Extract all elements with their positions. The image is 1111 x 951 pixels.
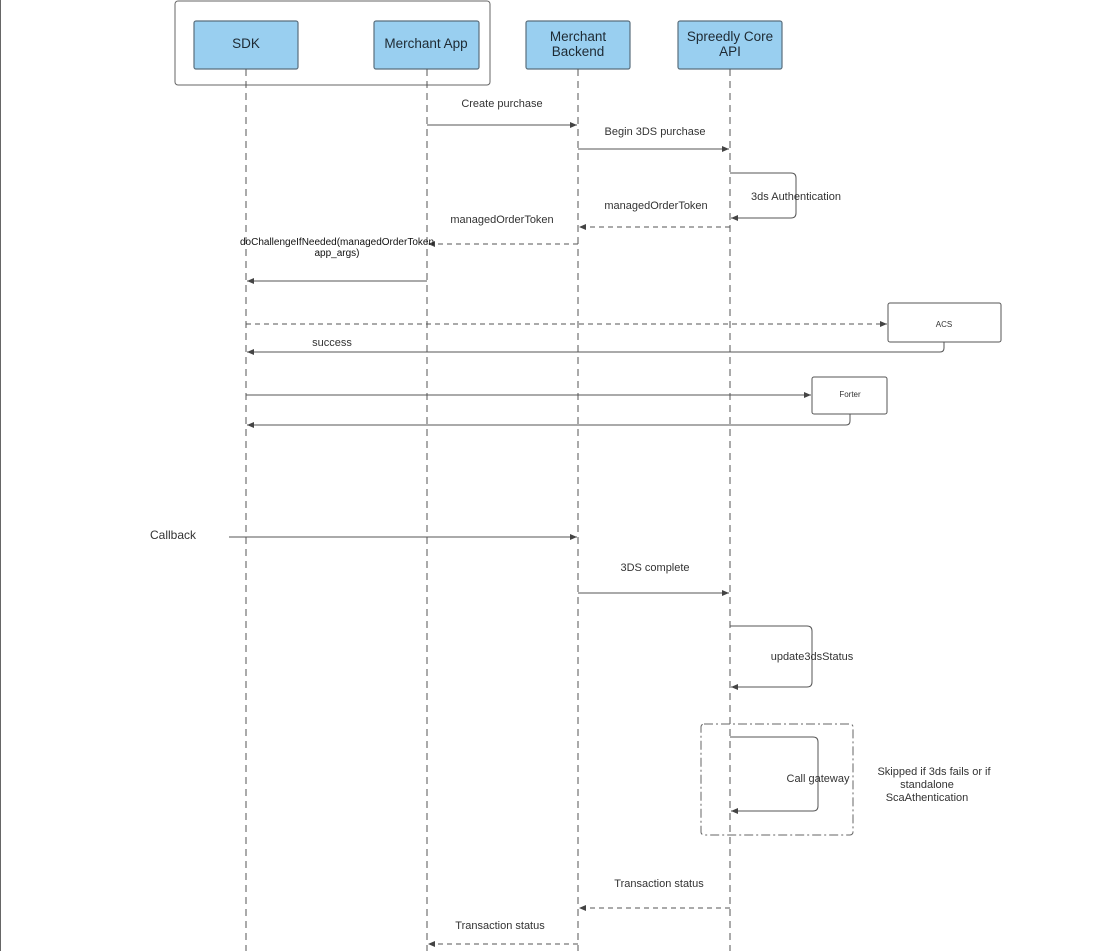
label-do-challenge-line1: doChallengeIfNeeded(managedOrderToken — [240, 237, 434, 248]
participant-merchant-app: Merchant App — [373, 20, 480, 70]
participant-merchant-app-label: Merchant App — [384, 36, 467, 51]
label-callback: Callback — [150, 528, 197, 542]
participant-merchant-backend-label-line1: Merchant — [550, 29, 607, 44]
loop-3ds-authentication — [730, 172, 797, 221]
label-managed-order-token-api: managedOrderToken — [604, 200, 707, 212]
label-update-3ds-status: update3dsStatus — [771, 651, 854, 663]
participant-spreedly-label-line1: Spreedly Core — [687, 29, 773, 44]
label-success: success — [312, 337, 352, 349]
label-transaction-status-api: Transaction status — [614, 878, 704, 890]
participant-sdk-label: SDK — [232, 36, 260, 51]
loop-update-3ds-status — [730, 625, 813, 690]
note-skipped-line2: standalone — [900, 779, 954, 791]
note-skipped-line1: Skipped if 3ds fails or if — [877, 766, 991, 778]
participant-spreedly-label-line2: API — [719, 44, 741, 59]
label-create-purchase: Create purchase — [461, 98, 542, 110]
participant-merchant-backend-label-line2: Backend — [552, 44, 605, 59]
external-acs-label: ACS — [936, 320, 952, 329]
label-3ds-complete: 3DS complete — [620, 562, 689, 574]
label-managed-order-token-backend: managedOrderToken — [450, 214, 553, 226]
participant-spreedly-core-api: Spreedly Core API — [677, 20, 783, 70]
label-do-challenge-line2: app_args) — [314, 248, 359, 259]
external-forter: Forter — [811, 376, 888, 415]
external-forter-label: Forter — [839, 390, 861, 399]
external-acs: ACS — [887, 302, 1002, 343]
note-skipped-line3: ScaAthentication — [886, 792, 969, 804]
participant-merchant-backend: Merchant Backend — [525, 20, 631, 70]
label-transaction-status-backend: Transaction status — [455, 920, 545, 932]
arrow-success — [247, 342, 945, 355]
arrow-forter-to-sdk — [247, 414, 851, 428]
optional-gateway-frame — [700, 723, 854, 836]
label-begin-3ds-purchase: Begin 3DS purchase — [605, 126, 706, 138]
client-group-box — [174, 0, 491, 86]
label-3ds-authentication: 3ds Authentication — [751, 191, 841, 203]
label-call-gateway: Call gateway — [787, 773, 850, 785]
loop-call-gateway — [730, 736, 819, 814]
participant-sdk: SDK — [193, 20, 299, 70]
